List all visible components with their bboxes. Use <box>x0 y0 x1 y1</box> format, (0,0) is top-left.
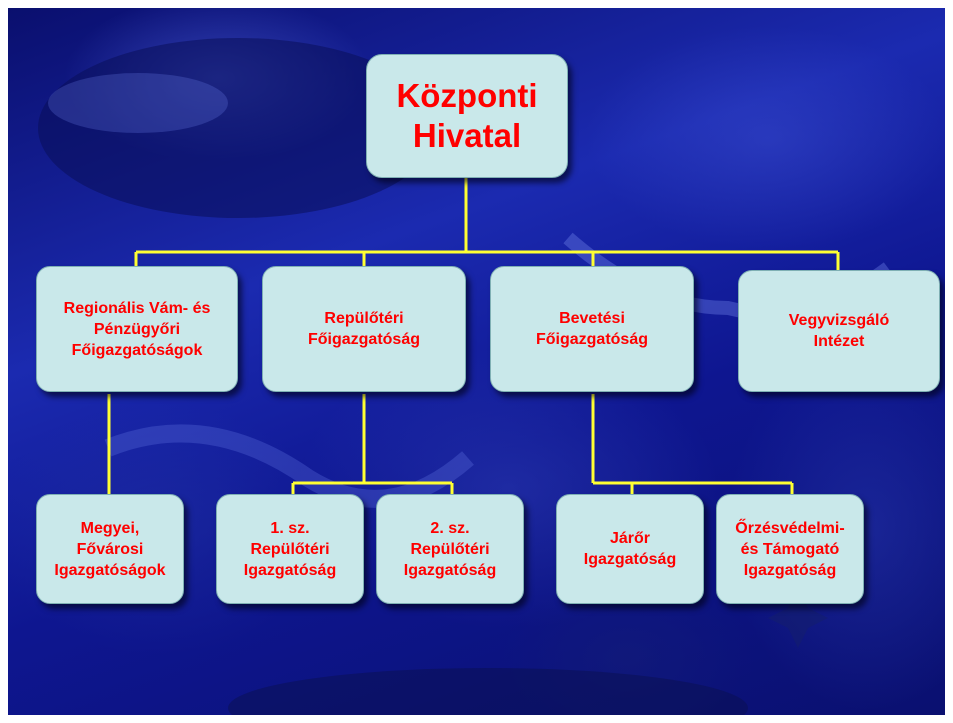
node-label: 1. sz. Repülőtéri Igazgatóság <box>243 519 337 579</box>
node-label: Repülőtéri Főigazgatóság <box>307 310 420 348</box>
node-patrol-directorate: Járőr Igazgatóság <box>556 494 704 604</box>
node-label: Járőr Igazgatóság <box>583 530 677 568</box>
connector-lines <box>107 176 840 496</box>
background-photo-motif <box>38 38 893 715</box>
node-label: Vegyvizsgáló Intézet <box>788 312 890 350</box>
node-chemical-lab: Vegyvizsgáló Intézet <box>738 270 940 392</box>
node-label: Regionális Vám- és Pénzügyőri Főigazgató… <box>63 299 211 359</box>
node-airport-directorate-1: 1. sz. Repülőtéri Igazgatóság <box>216 494 364 604</box>
node-label: Központi Hivatal <box>396 77 538 154</box>
slide-background: Központi Hivatal Regionális Vám- és Pénz… <box>8 8 945 715</box>
node-central-office: Központi Hivatal <box>366 54 568 178</box>
node-regional-directorates: Regionális Vám- és Pénzügyőri Főigazgató… <box>36 266 238 392</box>
node-county-directorates: Megyei, Fővárosi Igazgatóságok <box>36 494 184 604</box>
node-label: Őrzésvédelmi- és Támogató Igazgatóság <box>735 519 845 579</box>
node-label: Bevetési Főigazgatóság <box>535 310 648 348</box>
node-airport-directorate-2: 2. sz. Repülőtéri Igazgatóság <box>376 494 524 604</box>
node-airport-directorate: Repülőtéri Főigazgatóság <box>262 266 466 392</box>
node-deployment-directorate: Bevetési Főigazgatóság <box>490 266 694 392</box>
node-security-support-directorate: Őrzésvédelmi- és Támogató Igazgatóság <box>716 494 864 604</box>
node-label: Megyei, Fővárosi Igazgatóságok <box>54 519 166 579</box>
node-label: 2. sz. Repülőtéri Igazgatóság <box>403 519 497 579</box>
